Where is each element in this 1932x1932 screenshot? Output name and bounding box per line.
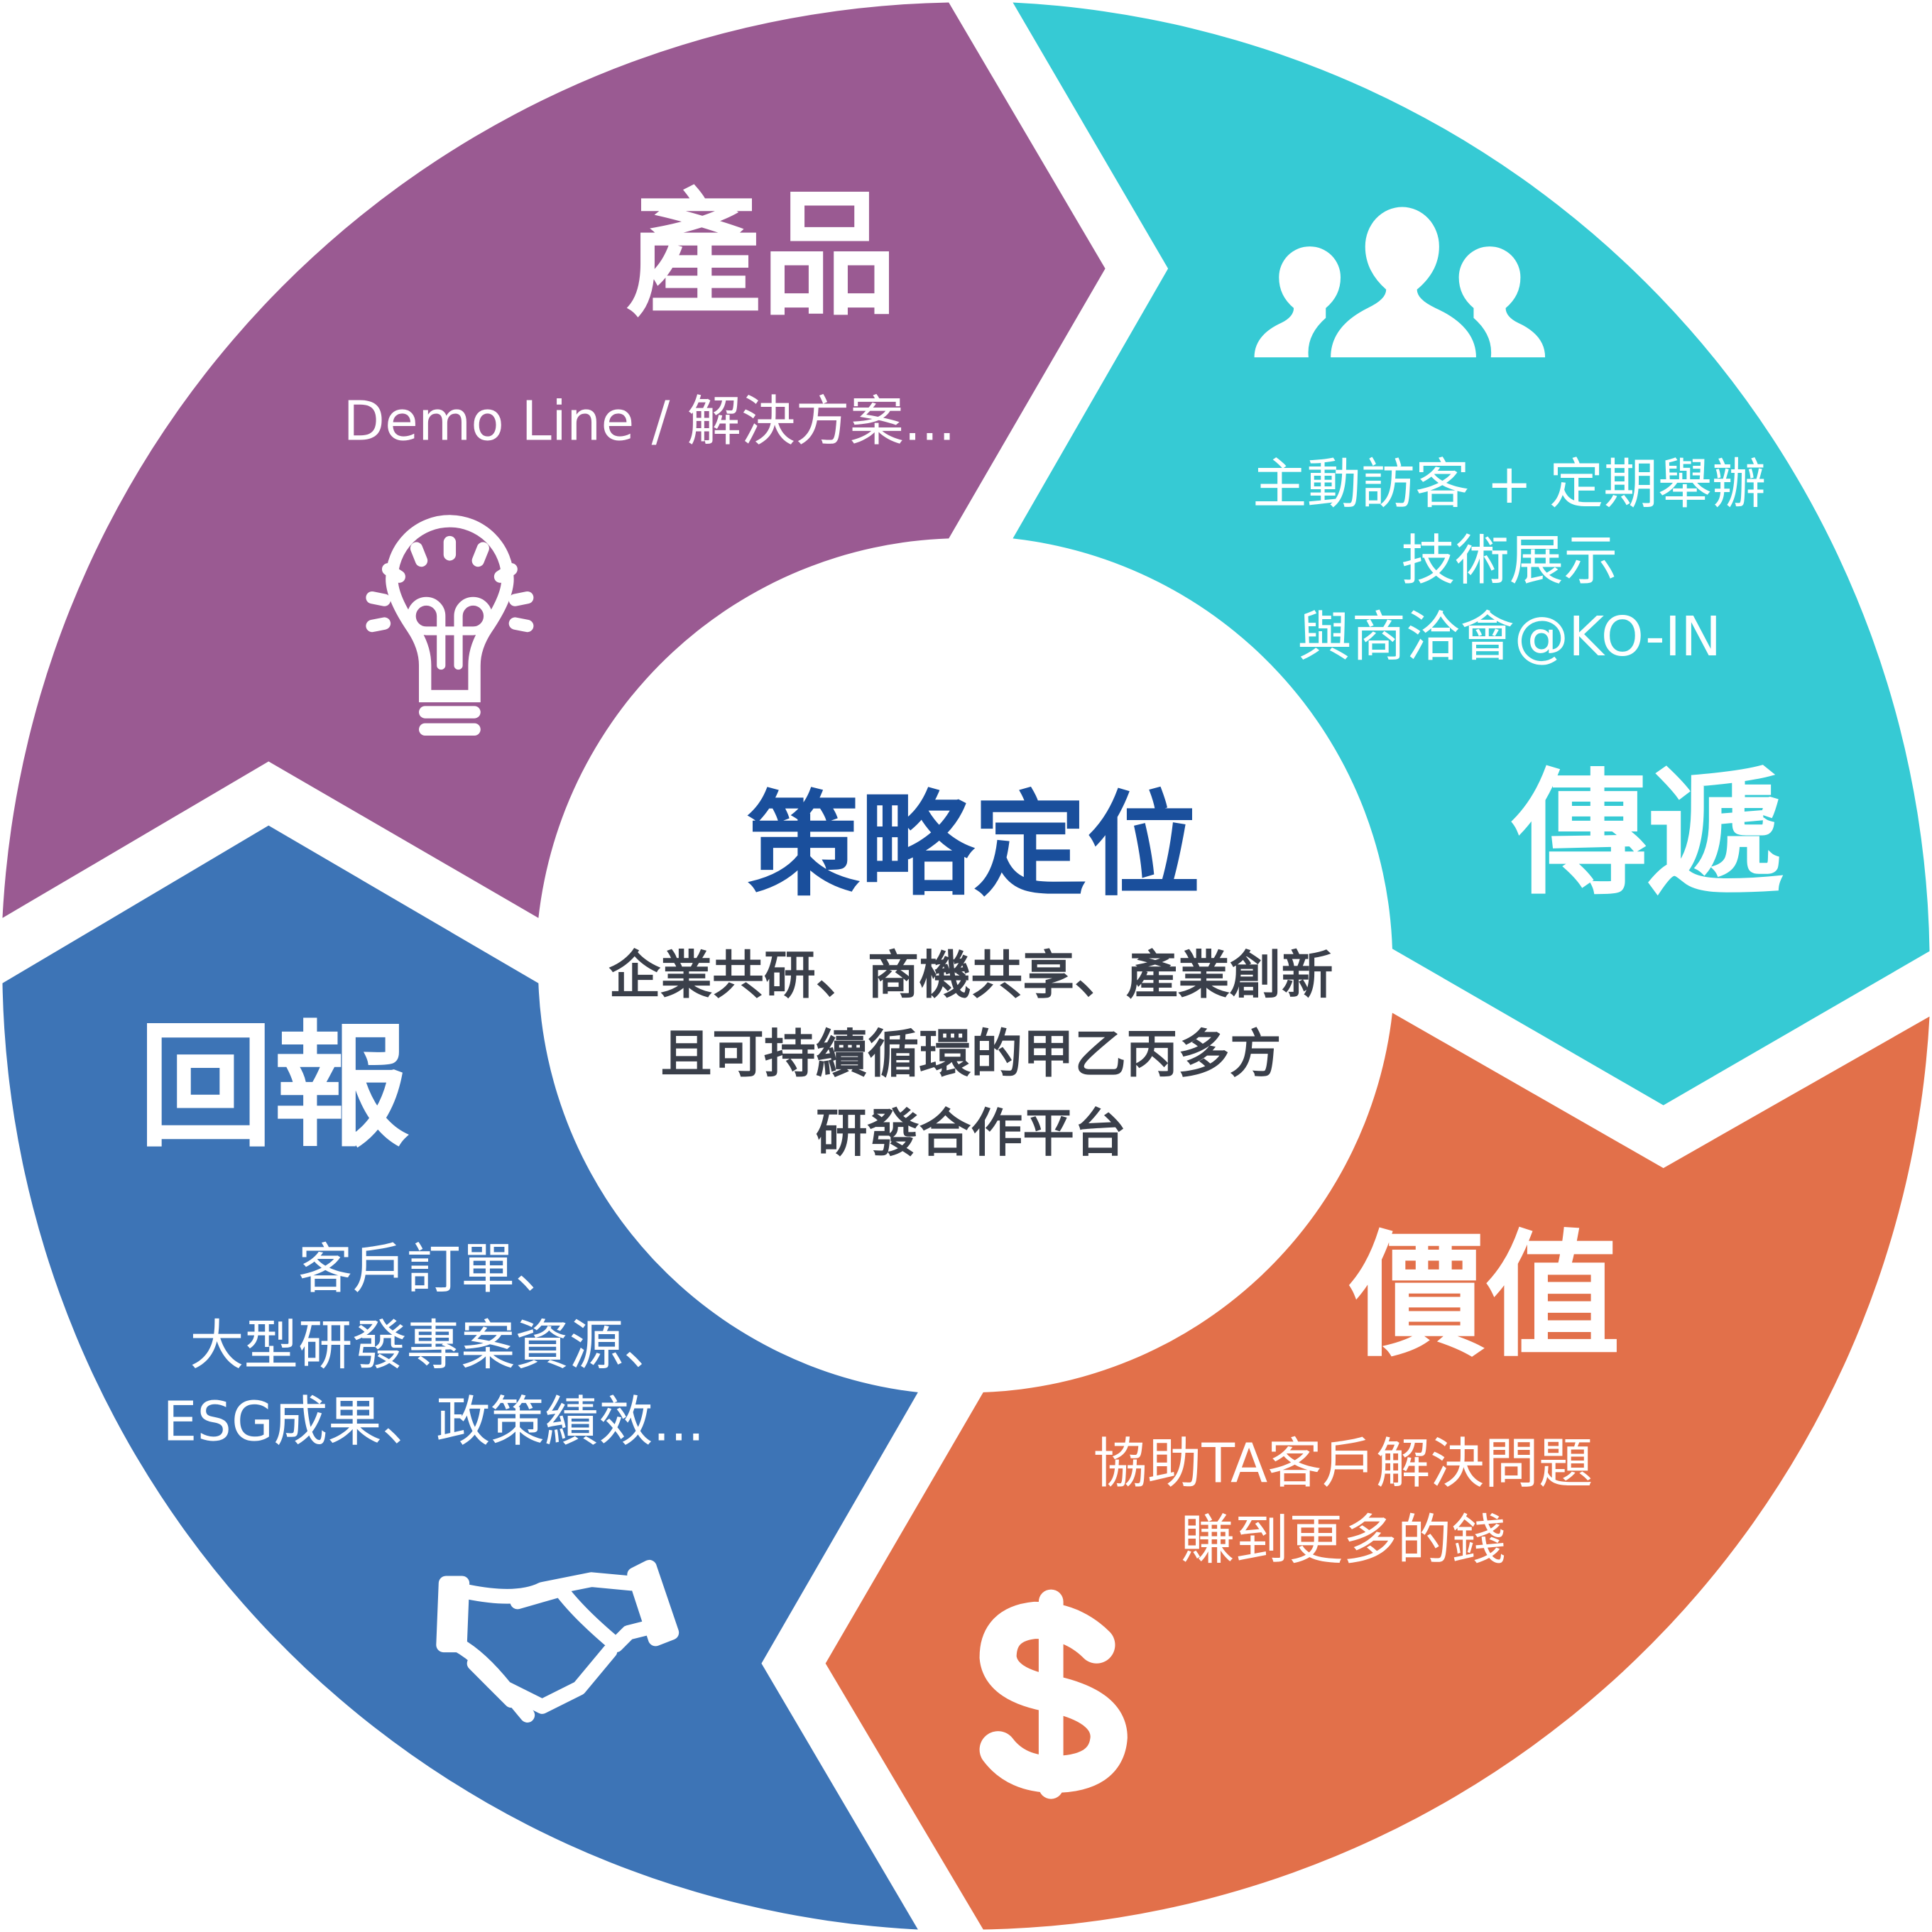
handshake-icon bbox=[436, 1559, 680, 1723]
center-line-2: 且可持續循環的甲乙丙多方 bbox=[660, 1025, 1282, 1085]
center-line-1: 企業共研、商機共享、產業創新 bbox=[608, 946, 1333, 1006]
value-title: 價值 bbox=[1348, 1218, 1620, 1376]
lightbulb-icon bbox=[366, 515, 534, 736]
segment-product bbox=[2, 2, 1106, 918]
reward-desc-1: 客戶訂單、 bbox=[298, 1238, 569, 1301]
product-title: 產品 bbox=[626, 177, 897, 334]
deliver-desc-2: 技術展示 bbox=[1401, 530, 1617, 593]
reward-title: 回報 bbox=[138, 1009, 409, 1167]
segment-deliver bbox=[1013, 2, 1930, 1106]
deliver-title: 傳遞 bbox=[1511, 756, 1784, 914]
value-desc-2: 賺到更多的錢 bbox=[1180, 1509, 1505, 1572]
center-title: 策略定位 bbox=[747, 780, 1201, 912]
users-icon bbox=[1254, 207, 1546, 358]
deliver-desc-3: 與商洽會@KO-IN bbox=[1297, 606, 1721, 669]
dollar-icon bbox=[979, 1589, 1128, 1799]
value-desc-1: 協助TA客戶解決問題 bbox=[1093, 1433, 1593, 1496]
center-line-3: 研發合作平台 bbox=[816, 1103, 1126, 1164]
product-desc: Demo Line / 解決方案... bbox=[343, 391, 956, 454]
deliver-desc-1: 主動訪客 + 定期舉辦 bbox=[1252, 453, 1766, 516]
reward-desc-3: ESG成果、政策績效... bbox=[163, 1391, 704, 1454]
segment-reward bbox=[2, 825, 918, 1930]
reward-desc-2: 大型研發專案資源、 bbox=[190, 1314, 677, 1377]
